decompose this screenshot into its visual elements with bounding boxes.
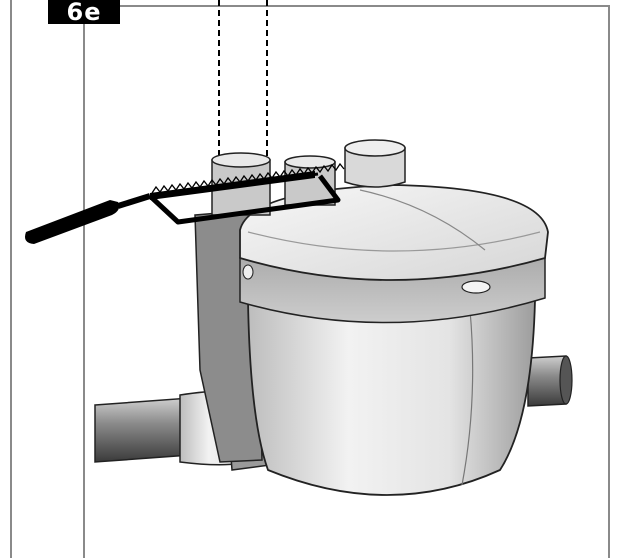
pump-lid — [239, 139, 549, 281]
step-number-badge: 6e — [48, 0, 120, 24]
page-edge-line — [10, 0, 12, 558]
pump-body — [239, 250, 546, 496]
outlet-pipe — [527, 355, 573, 407]
hacksaw-icon — [25, 162, 345, 244]
illustration-frame — [83, 5, 610, 558]
cut-guide-lines — [218, 0, 268, 158]
